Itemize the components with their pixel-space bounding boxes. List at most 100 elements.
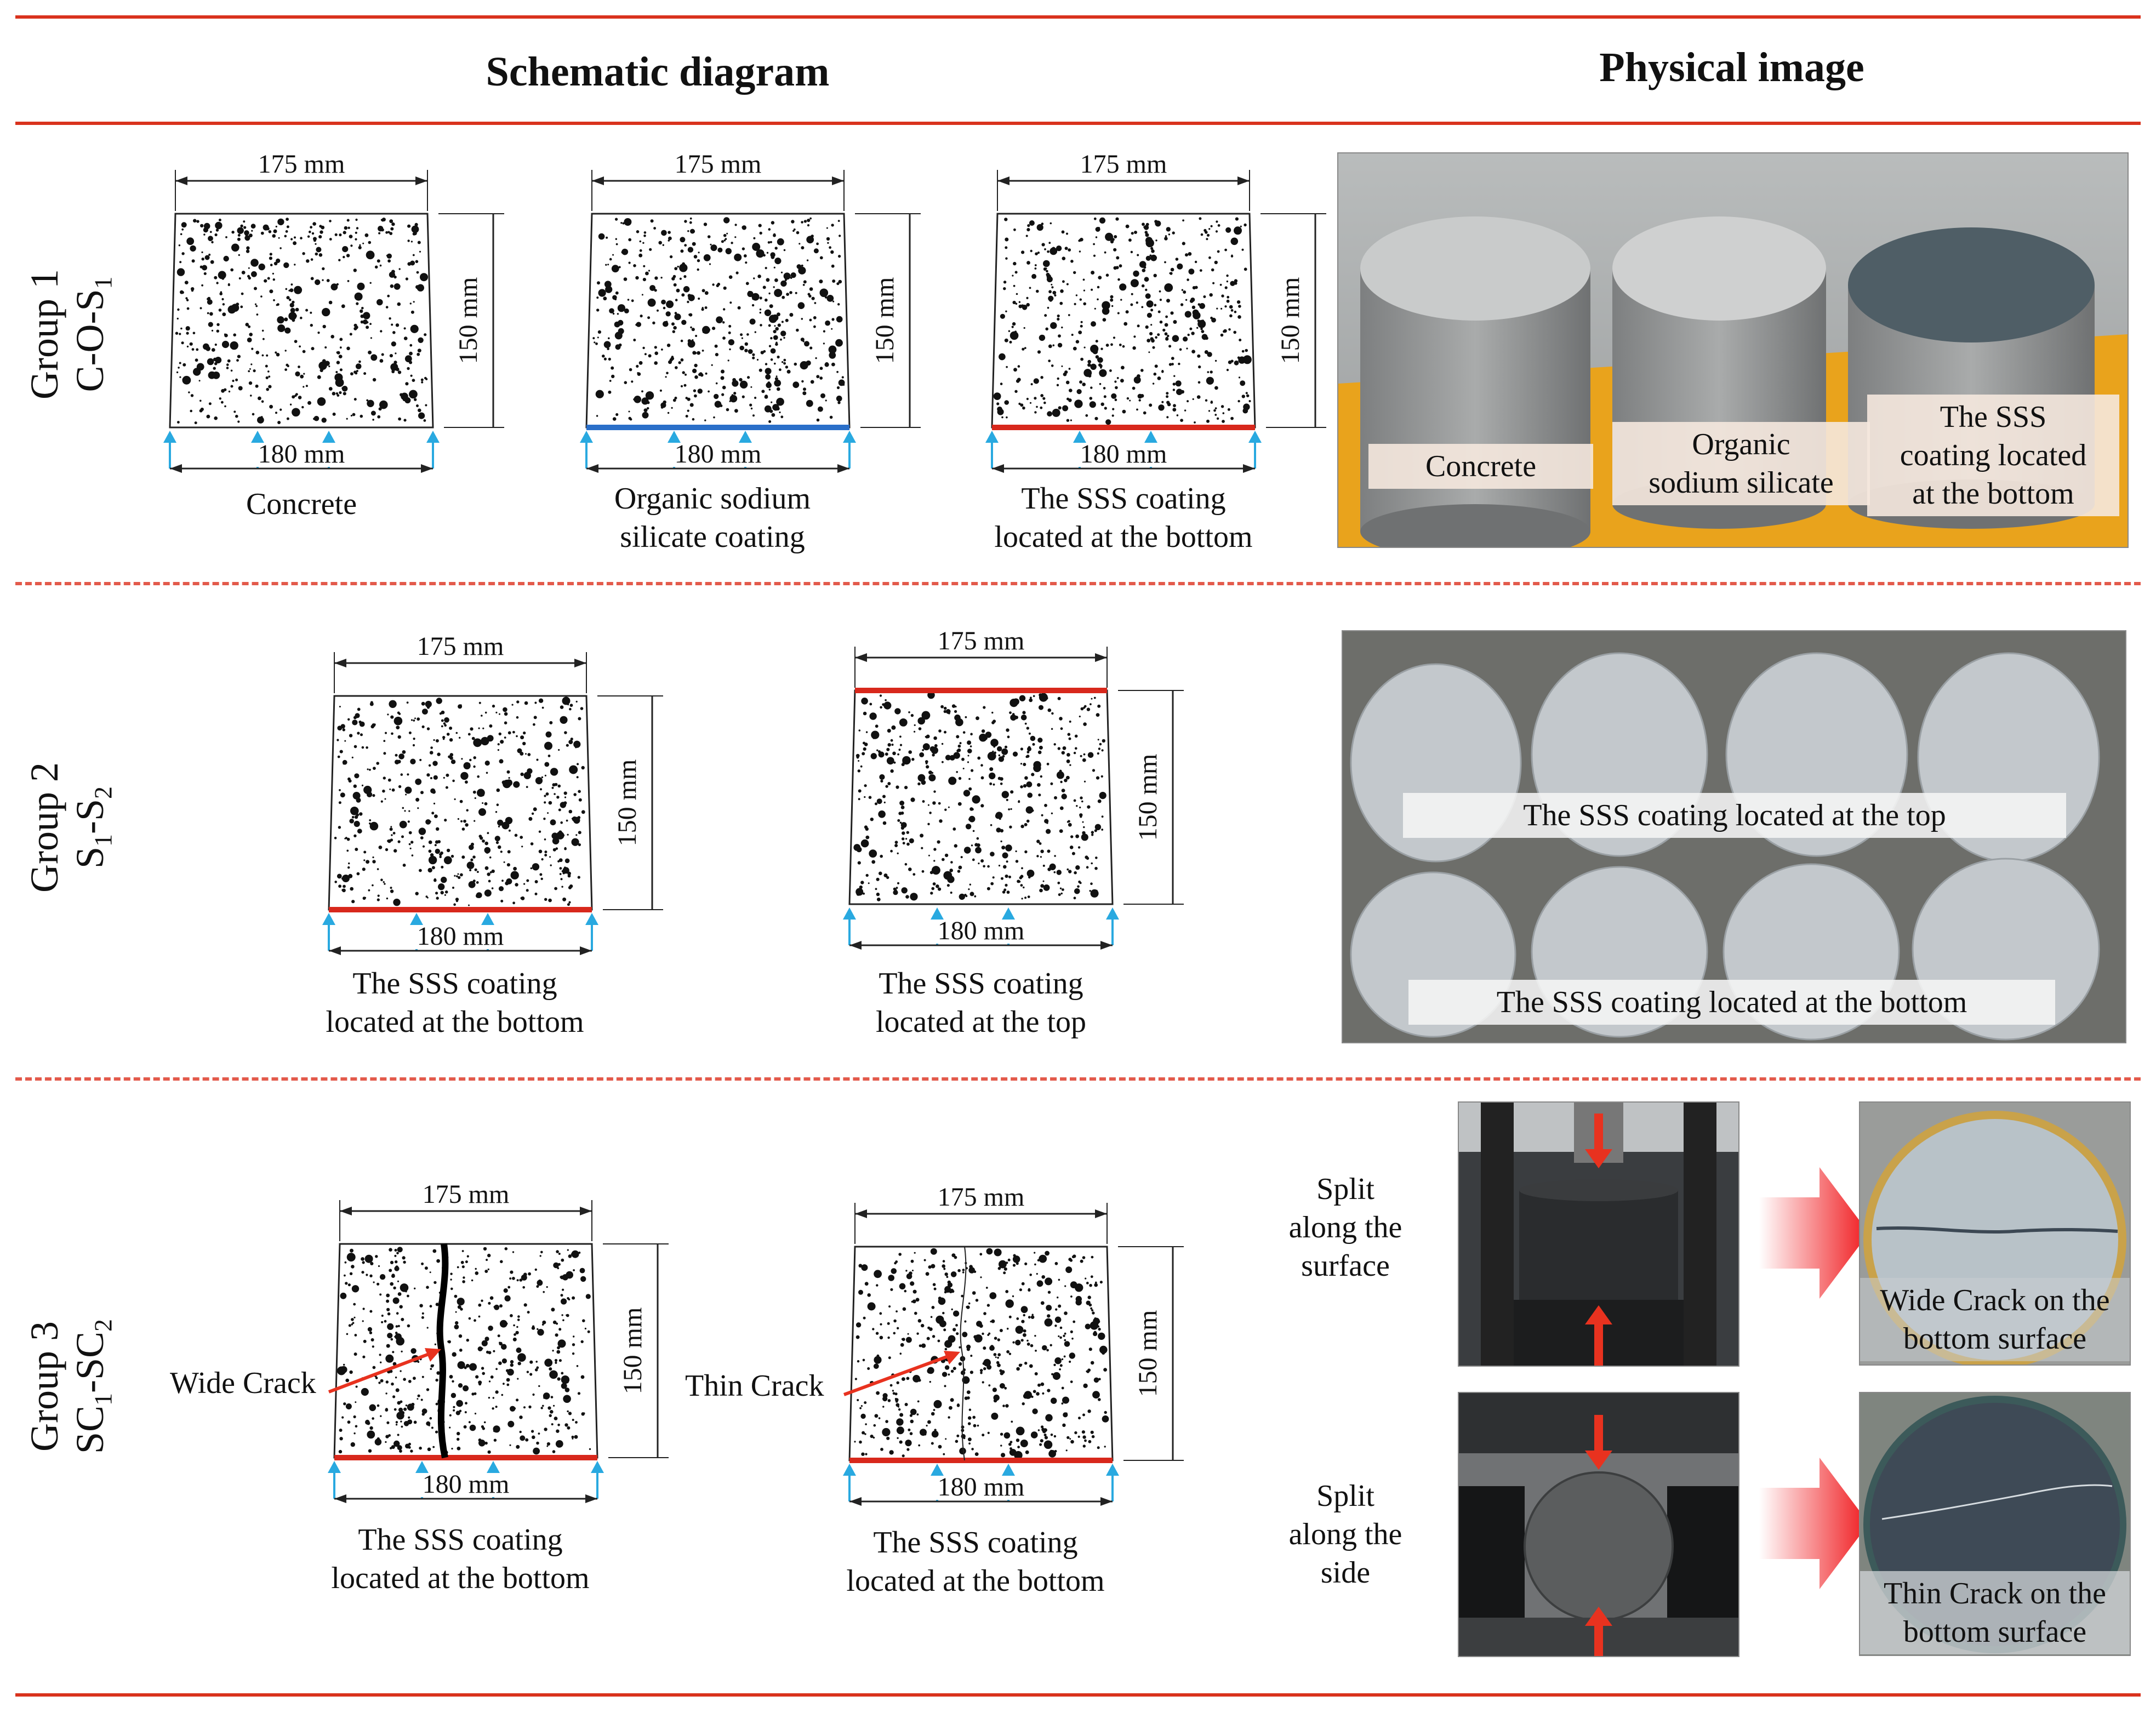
aggregate-pattern — [993, 217, 1252, 425]
cylinder-concrete — [1360, 216, 1590, 547]
group1-divider — [15, 582, 2141, 585]
specimen-g1-organic: 175 mm 150 mm 180 mm — [580, 150, 921, 473]
dim-top-label: 175 mm — [938, 626, 1025, 655]
split-surface-label: Split along the surface — [1288, 1172, 1402, 1283]
load-arrow-top — [1585, 1114, 1612, 1168]
dim-top-label: 175 mm — [258, 150, 345, 179]
caption-g3-thin: The SSS coating located at the bottom — [846, 1526, 1105, 1598]
transition-arrow-2 — [1759, 1458, 1869, 1589]
crack-pointer — [843, 1355, 949, 1396]
photo-group2: The SSS coating located at the top The S… — [1342, 630, 2126, 1043]
dim-bottom: 180 mm — [849, 1472, 1113, 1506]
caption-g1-concrete: Concrete — [246, 487, 357, 521]
thin-crack-surface-label: Thin Crack on the bottom surface — [1860, 1571, 2130, 1654]
caption-g2-sss-bottom: The SSS coating located at the bottom — [326, 967, 584, 1039]
photo-thin-crack-surface: Thin Crack on the bottom surface — [1859, 1392, 2131, 1656]
aggregate-pattern — [175, 218, 428, 425]
dim-height: 150 mm — [603, 1243, 669, 1458]
wide-crack-surface-label: Wide Crack on the bottom surface — [1860, 1278, 2130, 1361]
dim-top-label: 175 mm — [423, 1180, 510, 1209]
dim-bottom-label: 180 mm — [258, 439, 345, 469]
dim-bottom: 180 mm — [329, 922, 592, 955]
dim-top: 175 mm — [854, 626, 1108, 688]
specimen-g1-concrete: 175 mm 150 mm 180 mm — [163, 150, 504, 473]
crack-pointer-head — [425, 1348, 441, 1362]
thin-crack-label: Thin Crack — [685, 1369, 824, 1403]
dim-top-label: 175 mm — [675, 150, 762, 179]
dim-bottom-label: 180 mm — [417, 922, 504, 951]
dim-bottom-label: 180 mm — [938, 916, 1025, 945]
crack-pointer-head — [944, 1351, 960, 1364]
dim-top: 175 mm — [334, 632, 587, 693]
specimen-g1-sss-bottom: 175 mm 150 mm 180 mm — [985, 150, 1326, 473]
dim-top-label: 175 mm — [938, 1183, 1025, 1212]
aggregate-pattern — [854, 1248, 1109, 1460]
group2-divider — [15, 1077, 2141, 1081]
group1-label: Group 1 C-O-S1 — [22, 269, 117, 399]
dim-height-label: 150 mm — [618, 1307, 647, 1395]
photo2-label-top: The SSS coating located at the top — [1403, 793, 2066, 838]
dim-height: 150 mm — [438, 213, 504, 428]
dim-height: 150 mm — [855, 213, 921, 428]
photo1-label-concrete: Concrete — [1368, 444, 1593, 489]
aggregate-pattern — [592, 217, 845, 423]
thin-crack — [960, 1246, 967, 1461]
dim-height-label: 150 mm — [613, 760, 642, 847]
crack-pointer — [328, 1352, 431, 1394]
caption-g1-sss-bottom: The SSS coating located at the bottom — [994, 482, 1253, 554]
dim-bottom-label: 180 mm — [675, 439, 762, 469]
dim-bottom: 180 mm — [334, 1470, 597, 1503]
transition-arrow-1 — [1759, 1167, 1869, 1299]
dim-top: 175 mm — [854, 1183, 1108, 1244]
physical-header: Physical image — [1599, 44, 1864, 90]
specimen-body — [848, 689, 1114, 905]
caption-g1-organic: Organic sodium silicate coating — [614, 482, 811, 554]
dim-bottom: 180 mm — [586, 439, 849, 473]
split-side-label: Split along the side — [1288, 1479, 1402, 1590]
dim-bottom-label: 180 mm — [1080, 439, 1167, 469]
schematic-header: Schematic diagram — [486, 49, 830, 95]
photo-group1: Concrete Organic sodium silicate The SSS… — [1337, 152, 2129, 548]
bottom-rule — [15, 1693, 2141, 1697]
dim-bottom-label: 180 mm — [423, 1470, 510, 1499]
dim-top-label: 175 mm — [1080, 150, 1167, 179]
caption-g3-wide: The SSS coating located at the bottom — [331, 1523, 590, 1595]
dim-bottom: 180 mm — [992, 439, 1255, 473]
load-arrow-bottom — [1585, 1607, 1612, 1656]
dim-height-label: 150 mm — [454, 277, 483, 364]
dim-top-label: 175 mm — [417, 632, 504, 661]
photo-split-side-art — [1459, 1393, 1738, 1656]
dim-bottom: 180 mm — [849, 916, 1113, 950]
load-arrow-bottom — [1585, 1305, 1612, 1366]
dim-top: 175 mm — [175, 150, 428, 211]
specimen-g2-sss-bottom: 175 mm 150 mm 180 mm — [322, 632, 663, 955]
dim-bottom-label: 180 mm — [938, 1472, 1025, 1501]
load-arrow-top — [1585, 1415, 1612, 1470]
dim-height-label: 150 mm — [1276, 277, 1305, 364]
specimen-g3-wide-crack: 175 mm 150 mm 180 mm — [328, 1180, 669, 1503]
photo-split-surface-art — [1459, 1103, 1738, 1366]
dim-top: 175 mm — [997, 150, 1250, 211]
photo2-label-bottom: The SSS coating located at the bottom — [1408, 980, 2055, 1025]
dim-top: 175 mm — [339, 1180, 592, 1241]
photo-split-side — [1458, 1392, 1739, 1657]
photo1-label-sss: The SSS coating located at the bottom — [1867, 395, 2119, 516]
specimen-g2-sss-top: 175 mm 150 mm 180 mm — [843, 626, 1184, 950]
dim-top: 175 mm — [591, 150, 845, 211]
photo-split-surface — [1458, 1101, 1739, 1367]
photo-wide-crack-surface: Wide Crack on the bottom surface — [1859, 1101, 2131, 1366]
aggregate-pattern — [337, 1247, 591, 1455]
dim-height: 150 mm — [597, 695, 663, 910]
aggregate-pattern — [334, 696, 585, 906]
specimen-body — [169, 213, 434, 429]
top-rule — [15, 15, 2141, 19]
header-rule — [15, 122, 2141, 125]
caption-g2-sss-top: The SSS coating located at the top — [875, 967, 1087, 1039]
dim-height: 150 mm — [1260, 213, 1326, 428]
dim-height: 150 mm — [1118, 690, 1184, 905]
dim-height-label: 150 mm — [1133, 754, 1162, 841]
group2-label: Group 2 S1-S2 — [22, 762, 117, 893]
dim-bottom: 180 mm — [170, 439, 433, 473]
photo1-label-organic: Organic sodium silicate — [1612, 422, 1870, 505]
